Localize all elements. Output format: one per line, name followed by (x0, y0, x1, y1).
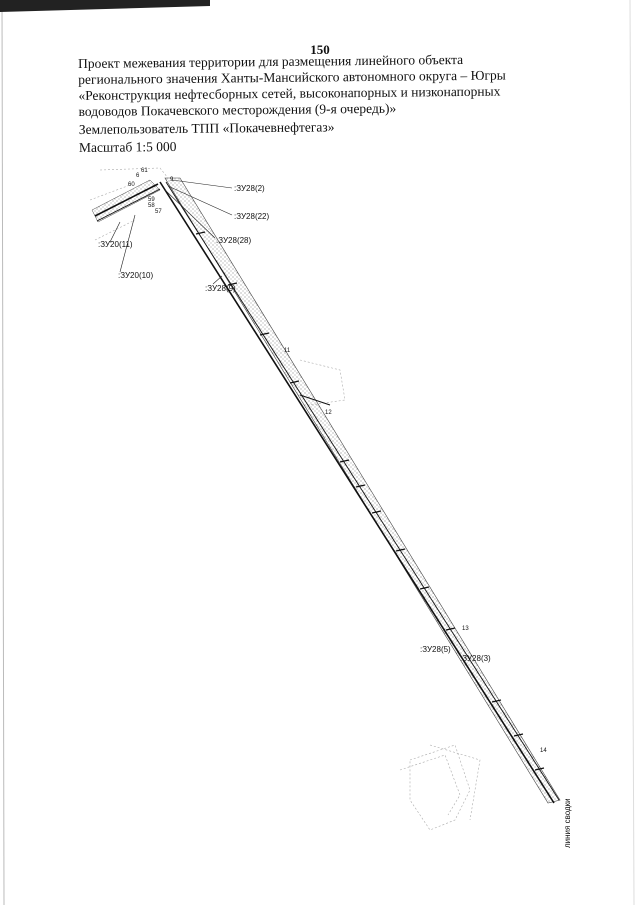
pipeline-branch-2 (96, 188, 161, 222)
point-label-60: 60 (128, 182, 135, 188)
point-label-57: 57 (155, 209, 162, 215)
perimeter-line (299, 394, 331, 406)
point-label-12: 12 (325, 410, 332, 416)
parcel-label-zu20-10: :ЗУ20(10) (118, 271, 154, 280)
point-label-13: 13 (462, 626, 469, 632)
background-contours (89, 167, 481, 831)
point-label-14: 14 (540, 748, 547, 754)
page-number: 150 (310, 42, 330, 57)
point-label-11: 11 (284, 348, 291, 354)
parcel-label-zu20-11: :ЗУ20(11) (98, 240, 133, 249)
point-label-58: 58 (148, 203, 155, 209)
parcel-label-zu28-9: :ЗУ28(9) (205, 284, 236, 293)
merge-line-label: линия сводки (563, 798, 572, 848)
parcel-label-zu28-22: :ЗУ28(22) (234, 212, 270, 221)
parcel-label-zu28-3: :ЗУ28(3) (460, 654, 491, 663)
pipeline-branch (94, 183, 159, 217)
point-label-6: 6 (136, 173, 140, 179)
pipeline-main (159, 181, 555, 804)
pipeline-parallel (165, 181, 560, 801)
point-label-59: 59 (148, 197, 155, 203)
leader-lines (109, 179, 233, 285)
parcel-label-zu28-28: :ЗУ28(28) (216, 236, 252, 245)
parcel-label-zu28-5: :ЗУ28(5) (420, 645, 451, 654)
parcel-label-zu28-2: :ЗУ28(2) (234, 184, 265, 193)
point-label-61: 61 (141, 168, 148, 174)
point-label-9: 9 (170, 177, 174, 183)
pipeline-ticks (195, 231, 545, 771)
